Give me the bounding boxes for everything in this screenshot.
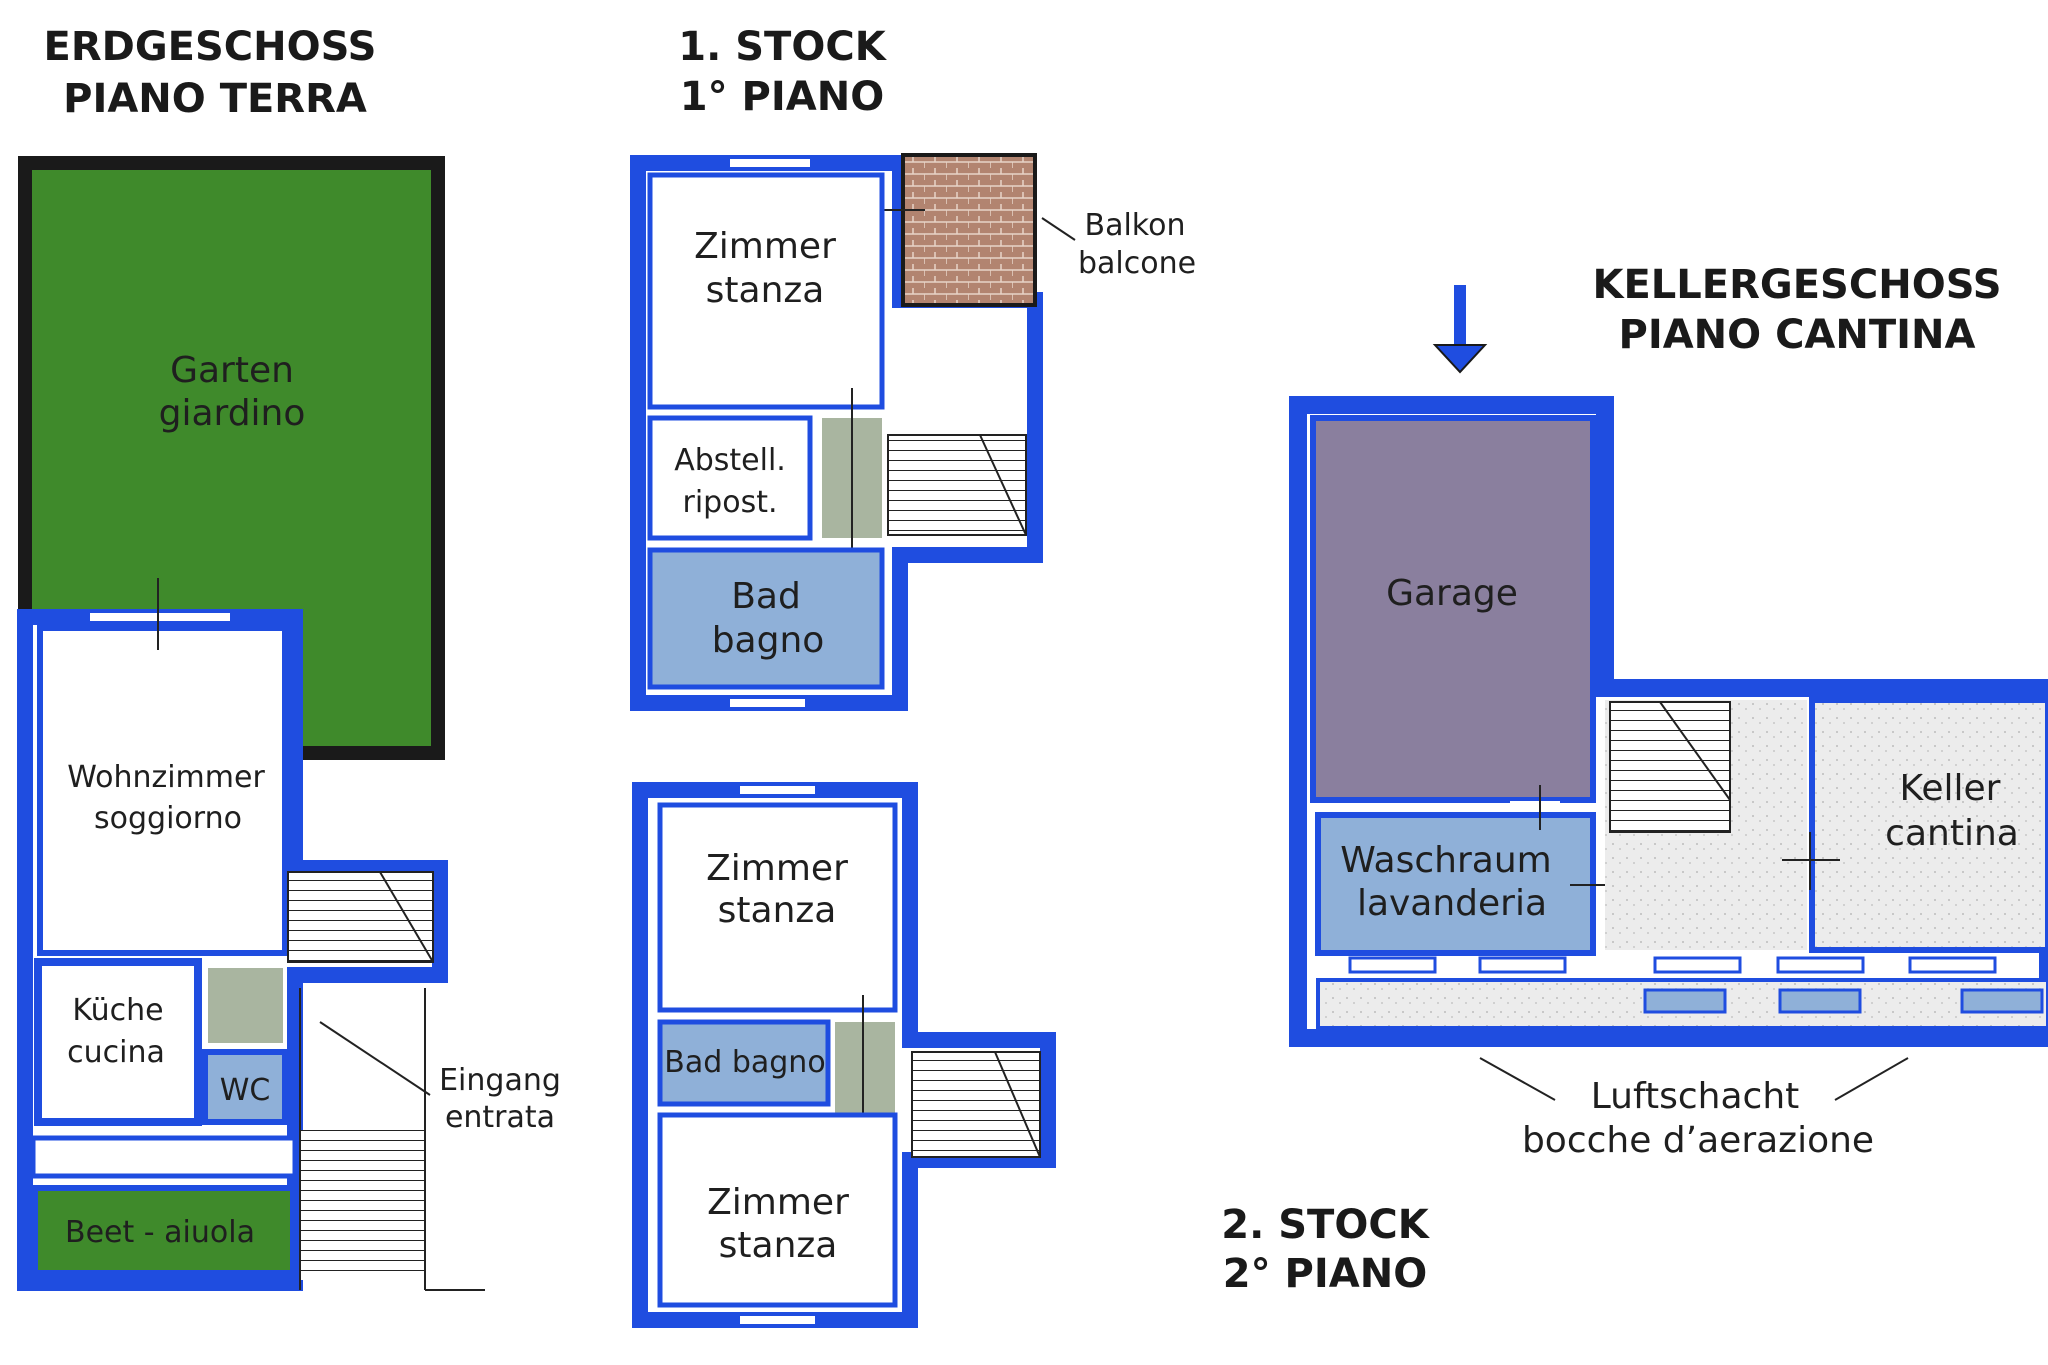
cellar-label-it: cantina: [1885, 813, 2019, 854]
laundry-label-de: Waschraum: [1340, 840, 1551, 881]
air-vent: [1960, 988, 2044, 1014]
storage-label-it: ripost.: [683, 485, 778, 520]
first-stairs: [887, 434, 1027, 536]
second-corridor: [835, 1022, 895, 1122]
ground-title-it: PIANO TERRA: [63, 76, 367, 122]
second-room-top: [657, 802, 898, 1013]
shaft-pointer-right: [1834, 1057, 1909, 1101]
ground-floor-plan: [17, 156, 485, 1291]
kitchen-label-it: cucina: [67, 1035, 165, 1070]
first-title-it: 1° PIANO: [680, 74, 884, 120]
second-floor-plan: [632, 782, 1056, 1328]
bed-label: Beet - aiuola: [65, 1215, 255, 1250]
second-room-bottom-label-de: Zimmer: [707, 1182, 849, 1223]
storage-room: [647, 415, 813, 541]
first-floor-plan: [630, 153, 1076, 711]
first-room-label-de: Zimmer: [694, 226, 836, 267]
cellar-room: [1809, 697, 2048, 953]
kitchen-label-de: Küche: [72, 993, 163, 1028]
basement-plan: [1289, 285, 2048, 1101]
wc-room: [202, 1049, 288, 1125]
first-room-label-it: stanza: [706, 270, 825, 311]
balcony: [901, 153, 1037, 307]
laundry-label-it: lavanderia: [1357, 883, 1547, 924]
living-room: [37, 625, 288, 956]
living-label-de: Wohnzimmer: [67, 760, 265, 795]
second-stairs: [911, 1051, 1041, 1158]
wc-label: WC: [220, 1073, 271, 1108]
balcony-label-de: Balkon: [1085, 208, 1186, 243]
second-room-top-label-de: Zimmer: [706, 848, 848, 889]
shaft-pointer-left: [1479, 1057, 1556, 1101]
kitchen: [34, 958, 202, 1126]
second-room-bottom-label-it: stanza: [719, 1225, 838, 1266]
ground-title-de: ERDGESCHOSS: [44, 24, 377, 70]
garden-label-it: giardino: [159, 393, 306, 434]
cellar-label-de: Keller: [1900, 768, 2001, 809]
balcony-pointer: [1041, 217, 1076, 241]
basement-stairs: [1609, 701, 1731, 833]
ground-strip: [30, 1135, 298, 1179]
second-title-de: 2. STOCK: [1221, 1202, 1430, 1248]
first-room: [647, 172, 885, 410]
second-bath: [657, 1019, 831, 1107]
balcony-label-it: balcone: [1078, 246, 1196, 281]
second-room-top-label-it: stanza: [718, 890, 837, 931]
ground-corridor: [208, 968, 283, 1043]
shaft-label-it: bocche d’aerazione: [1522, 1120, 1874, 1161]
second-bath-label: Bad bagno: [664, 1045, 825, 1080]
air-vent: [1643, 988, 1727, 1014]
garage-label: Garage: [1386, 573, 1518, 614]
living-label-it: soggiorno: [94, 801, 242, 836]
first-title-de: 1. STOCK: [678, 24, 887, 70]
garage-area: [1310, 415, 1596, 803]
garden-bed: [32, 1185, 296, 1276]
second-title-it: 2° PIANO: [1223, 1251, 1427, 1297]
basement-title-de: KELLERGESCHOSS: [1592, 262, 2001, 308]
entrance-steps: [300, 1130, 425, 1280]
entrance-label-it: entrata: [445, 1100, 555, 1135]
second-room-bottom: [657, 1112, 898, 1308]
first-bath-label-it: bagno: [712, 620, 825, 661]
first-bath-label-de: Bad: [731, 576, 801, 617]
garden-label-de: Garten: [170, 350, 294, 391]
ground-stairs: [287, 871, 434, 963]
first-bath: [647, 547, 885, 690]
entrance-pointer: [319, 1021, 431, 1096]
entrance-label-de: Eingang: [439, 1063, 561, 1098]
air-vent: [1778, 988, 1862, 1014]
storage-label-de: Abstell.: [674, 443, 786, 478]
basement-title-it: PIANO CANTINA: [1619, 312, 1976, 358]
shaft-label-de: Luftschacht: [1591, 1076, 1800, 1117]
